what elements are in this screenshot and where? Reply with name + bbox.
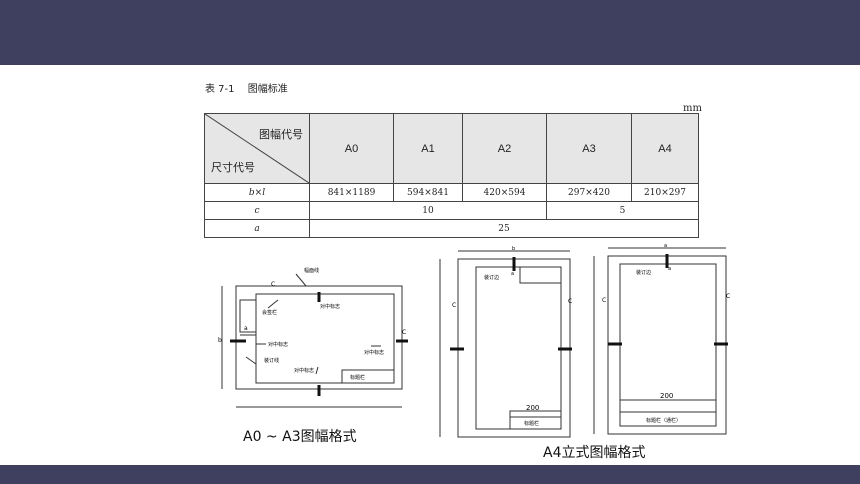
table-cell: 10 [309, 201, 547, 220]
header-size-code: 尺寸代号 [211, 162, 255, 174]
column-header: A3 [546, 113, 632, 184]
frame-border [255, 293, 395, 384]
label-signature-box: 会签栏 [262, 309, 277, 316]
paper-size-table: 图幅代号 尺寸代号 A0 A1 A2 A3 A4 b×l 841×1189 59… [204, 113, 699, 238]
dim-a: a [244, 325, 248, 332]
label-title-block: 标题栏 [350, 374, 365, 381]
label-title-block: 标题栏（通栏） [646, 417, 681, 424]
dim-a: a [511, 271, 514, 277]
frame-border [475, 266, 562, 430]
label-center-mark-bottom: 对中标志 [294, 367, 314, 374]
table-cell: 841×1189 [309, 183, 394, 202]
table-row: c 10 5 [204, 201, 699, 220]
dim-b: b [218, 337, 222, 344]
label-center-mark-left: 对中标志 [268, 341, 288, 348]
label-binding: 装订边 [636, 269, 651, 276]
label-center-mark-top: 对中标志 [320, 303, 340, 310]
label-binding: 装订边 [484, 274, 499, 281]
a0-a3-caption: A0 ~ A3图幅格式 [243, 429, 357, 445]
table-cell: 297×420 [546, 183, 632, 202]
table-row: b×l 841×1189 594×841 420×594 297×420 210… [204, 183, 699, 202]
dim-200: 200 [526, 404, 539, 412]
diagonal-header-cell: 图幅代号 尺寸代号 [204, 113, 310, 184]
a4-caption: A4立式图幅格式 [543, 445, 646, 461]
a0-a3-format-diagram: 幅面线 对中标志 会签栏 对中标志 装订线 对中标志 对中标志 标题栏 C C … [216, 262, 412, 420]
table-cell: 5 [546, 201, 699, 220]
dim-c-right: C [402, 329, 406, 336]
title-block-box [619, 411, 717, 427]
table-cell: 210×297 [631, 183, 699, 202]
frame-border [619, 263, 717, 427]
title-block-box [509, 410, 562, 430]
header-band [0, 0, 860, 65]
table-cell: 594×841 [393, 183, 463, 202]
sheet-border [607, 255, 727, 435]
dim-c-top: C [271, 281, 275, 288]
dim-c-left: C [602, 297, 606, 304]
table-header-row: 图幅代号 尺寸代号 A0 A1 A2 A3 A4 [204, 113, 699, 184]
sheet-border [457, 258, 571, 438]
dim-a-top: a [664, 243, 667, 249]
column-header: A4 [631, 113, 699, 184]
row-label: c [204, 201, 310, 220]
diagonal-line [205, 114, 309, 183]
header-format-code: 图幅代号 [259, 129, 303, 141]
dim-c-left: C [452, 302, 456, 309]
dim-200: 200 [660, 392, 673, 400]
column-header: A1 [393, 113, 463, 184]
label-title-block: 标题栏 [524, 420, 539, 427]
table-number: 表 7-1 [205, 84, 235, 95]
a4-portrait-diagram-a: b a 装订边 C C 200 标题栏 [430, 245, 590, 441]
unit-label: mm [683, 103, 702, 114]
signature-box [239, 299, 257, 333]
column-header: A0 [309, 113, 394, 184]
table-cell: 420×594 [462, 183, 547, 202]
row-label: a [204, 219, 310, 238]
footer-band [0, 465, 860, 484]
title-block-box [341, 369, 395, 384]
dim-b: b [512, 246, 515, 252]
table-title: 图幅标准 [247, 84, 288, 95]
column-header: A2 [462, 113, 547, 184]
row-label: b×l [204, 183, 310, 202]
dim-a: a [668, 266, 671, 272]
label-border-line: 幅面线 [304, 267, 319, 274]
table-caption: 表 7-1 图幅标准 [205, 80, 288, 95]
binding-box [519, 266, 562, 284]
dim-c-right: C [726, 293, 730, 300]
a4-portrait-diagram-b: a a 装订边 C C 200 标题栏（通栏） [590, 240, 738, 440]
table-row: a 25 [204, 219, 699, 238]
dim-c-right: C [568, 298, 572, 305]
label-binding-line: 装订线 [264, 357, 279, 364]
label-center-mark-right: 对中标志 [364, 349, 384, 356]
table-cell: 25 [309, 219, 699, 238]
